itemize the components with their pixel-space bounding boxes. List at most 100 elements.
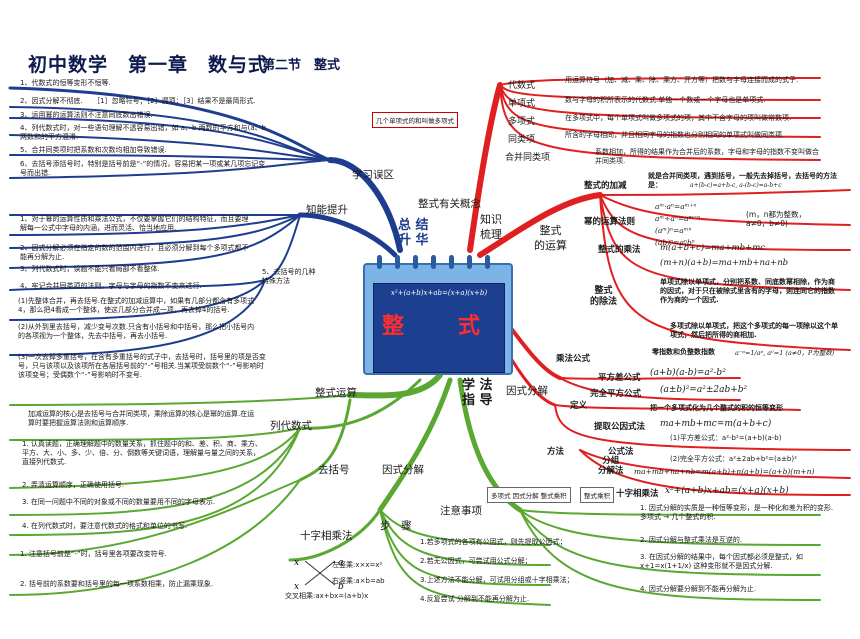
division-item: 单项式除以单项式，分别把系数、同底数幂相除，作为商的因式，对于只在被除式里含有的…	[660, 278, 835, 304]
polynomial-note: 几个单项式的和叫做多项式	[372, 112, 458, 128]
central-word: 整 式	[381, 314, 496, 339]
label-formula-method: 公式法	[608, 447, 634, 457]
power-formula: (aᵐ)ⁿ=aᵐⁿ	[655, 226, 692, 235]
mult-formula: (m+n)(a+b)=ma+mb+na+nb	[660, 258, 789, 268]
mistake-item: 3、运用幂的运算法则不注意同底数出错误.	[20, 111, 153, 119]
mult-formula: m(a+b+c)=ma+mb+mc	[660, 243, 766, 253]
concept-desc: 数与字母的积所表示的代数式.单独一个数或一个字母也是单项式.	[565, 96, 766, 104]
step-item: 4.反复尝试 分解到不能再分解为止.	[420, 595, 530, 603]
label-bracket-methods: 5、去括号的几种特殊方法	[262, 268, 316, 285]
note-item: 2. 因式分解与整式乘法是互逆的.	[640, 536, 743, 544]
concept-desc: 在多项式中，每个单项式叫做多项式的项，其中不含字母的项叫做常数项.	[565, 114, 792, 122]
ability-item: 3、列代数式时，读题不能只看局部不看整体.	[20, 265, 160, 273]
note-item: 3. 在因式分解的结果中，每个因式都必须是整式，如 x+1=x(1+1/x) 这…	[640, 553, 803, 570]
label-cross: 十字相乘法	[300, 530, 353, 542]
svg-text:x: x	[294, 558, 299, 568]
branch-summary: 总 结 升 华	[398, 218, 429, 248]
bracket-removal-item: 2. 括号前的系数要和括号里的每一项系数相乘，防止漏乘现象.	[20, 580, 214, 588]
label-grouping: 分组 分解法	[598, 456, 624, 476]
calendar-ring-icon	[449, 255, 454, 269]
addition-desc: 就是合并同类项，遇到括号，一般先去掉括号，去括号的方法是：	[648, 172, 837, 189]
note-item: 1. 因式分解的实质是一种恒等变形，是一种化和差为积的变形. 多项式 → 几个整…	[640, 504, 834, 521]
concept-desc: 所含的字母相同，并且相同字母的指数也分别相同的单项式叫做同类项.	[565, 131, 785, 139]
label-operations-right: 整式 的运算	[534, 224, 567, 252]
bracket-item: (3)一次去掉多重括号，在含有多重括号的式子中，去括号时，括号里的项是否变号，只…	[18, 353, 266, 379]
label-study-mistakes: 学习误区	[352, 169, 394, 181]
label-factorization: 因式分解	[506, 385, 548, 397]
mistake-item: 1、代数式的恒等变形不恒等.	[20, 79, 111, 87]
label-common-factor: 提取公因式法	[594, 422, 646, 432]
cross-label: 交叉相乘:ax+bx=(a+b)x	[285, 592, 369, 600]
expression-item: 4. 在列代数式时，要注意代数式的格式和单位的书写.	[22, 522, 188, 530]
branch-method: 学 法 指 导	[462, 378, 493, 408]
calendar-body: x²+(a+b)x+ab=(x+a)(x+b) 整 式	[363, 263, 513, 375]
ability-item: 4、牢记合并同类项的法则，字母与字母的指数不变来进行.	[20, 282, 202, 290]
svg-text:b: b	[338, 582, 344, 592]
zero-neg-label: 零指数和负整数指数	[652, 348, 715, 356]
label-power-rules: 幂的运算法则	[584, 217, 636, 227]
section-subtitle: 第二节 整式	[262, 58, 341, 73]
concept-name: 代数式	[508, 81, 536, 91]
concept-name: 多项式	[508, 117, 536, 127]
central-calendar: x²+(a+b)x+ab=(x+a)(x+b) 整 式	[363, 255, 513, 375]
concept-name: 同类项	[508, 135, 536, 145]
page-title: 初中数学 第一章 数与式	[28, 54, 269, 76]
label-factoring: 因式分解	[382, 464, 424, 476]
label-expressions: 列代数式	[270, 420, 312, 432]
expression-item: 1. 认真读题，正确理解题中的数量关系，抓住题中的和、差、积、商、乘方、平方、大…	[22, 440, 262, 466]
label-perfect-square: 完全平方公式	[590, 389, 642, 399]
label-division: 整式 的除法	[590, 286, 618, 307]
mistake-item: 5、合并同类项时把系数和次数均相加导致错误.	[20, 146, 167, 154]
cross-label: 左竖乘:x×x=x²	[332, 561, 383, 569]
step-item: 2.若无公因式，可尝试用公式分解；	[420, 557, 532, 565]
calendar-ring-icon	[485, 255, 490, 269]
power-formula: aᵐ÷aⁿ=aᵐ⁻ⁿ	[655, 214, 701, 223]
cross-diagram: x a x b	[294, 558, 344, 592]
branch-knowledge: 知识 梳理	[480, 213, 502, 241]
central-formula: x²+(a+b)x+ab=(x+a)(x+b)	[390, 289, 488, 297]
power-condition: (m，n都为整数，a≠0，b≠0)	[746, 210, 806, 228]
svg-text:x: x	[294, 582, 299, 592]
expression-item: 3. 在同一问题中不同的对象或不同的数量要用不同的字母表示.	[22, 498, 216, 506]
division-item: 多项式除以单项式，把这个多项式的每一项除以这个单项式，然后把所得的商相加.	[670, 322, 838, 339]
calendar-ring-icon	[431, 255, 436, 269]
concept-name: 合并同类项	[505, 153, 551, 163]
calendar-ring-icon	[377, 255, 382, 269]
concept-desc: 用运算符号（加、减、乘、除、乘方、开方等）把数与字母连接而成的式子.	[565, 76, 799, 84]
relation-box: 多项式 因式分解 整式乘积	[487, 487, 571, 503]
label-overview: 整式有关概念	[418, 198, 481, 210]
label-cross-right: 十字相乘法	[616, 489, 659, 499]
common-factor-formula: ma+mb+mc=m(a+b+c)	[660, 419, 772, 429]
label-square-diff: 平方差公式	[598, 373, 641, 383]
note-item: 4. 因式分解要分解到不能再分解为止.	[640, 585, 757, 593]
calendar-ring-icon	[413, 255, 418, 269]
label-method: 方法	[547, 447, 565, 457]
step-item: 1.若多项式的各项有公因式，则先提取公因式；	[420, 538, 567, 546]
grouping-formula: ma+mb+na+nb=m(a+b)+n(a+b)=(a+b)(m+n)	[634, 467, 815, 476]
power-formula: (ab)ⁿ=aⁿbⁿ	[655, 238, 695, 247]
concept-name: 单项式	[508, 99, 536, 109]
square-diff-formula: (a+b)(a-b)=a²-b²	[650, 368, 726, 378]
label-ability: 知能提升	[306, 204, 348, 216]
zero-neg-formula: a⁻ᵖ=1/aᵖ, a⁰=1 (a≠0，P为整数)	[735, 349, 835, 357]
addition-formula: a+(b-c)=a+b-c, a-(b-c)=a-b+c	[690, 182, 782, 189]
formula-item: (2)完全平方公式：a²±2ab+b²=(a±b)²	[670, 455, 797, 463]
label-addition: 整式的加减	[584, 181, 627, 191]
step-item: 3.上述方法不能分解，可试用分组或十字相乘法；	[420, 576, 574, 584]
calendar-inner: x²+(a+b)x+ab=(x+a)(x+b) 整 式	[373, 283, 505, 373]
definition-text: 把一个多项式化为几个整式的积的恒等变形	[650, 404, 783, 412]
label-bracket-removal: 去括号	[318, 464, 350, 476]
bracket-removal-item: 1. 注意括号前是“-”时，括号里各项要改变符号.	[20, 550, 167, 558]
bracket-item: (2)从外到里去括号，减少变号次数.只含有小括号和中括号，那么把小括号内的各项视…	[18, 323, 255, 340]
label-notes: 注意事项	[440, 505, 482, 517]
label-definition: 定义	[570, 401, 588, 411]
bracket-item: (1)先整体合并，再去括号.在整式的加减运算中，如果有几部分都含有多项式4，那么…	[18, 297, 255, 314]
ability-item: 2、因式分解必须在指定的数的范围内进行，且必须分解到每个多项式都不能再分解为止.	[20, 244, 249, 261]
svg-text:a: a	[338, 558, 343, 568]
expression-item: 2. 弄清运算顺序，正确使用括号.	[22, 481, 125, 489]
label-steps: 步 骤	[380, 520, 412, 532]
calendar-ring-icon	[467, 255, 472, 269]
calendar-ring-icon	[395, 255, 400, 269]
cross-label: 右竖乘:a×b=ab	[332, 577, 385, 585]
